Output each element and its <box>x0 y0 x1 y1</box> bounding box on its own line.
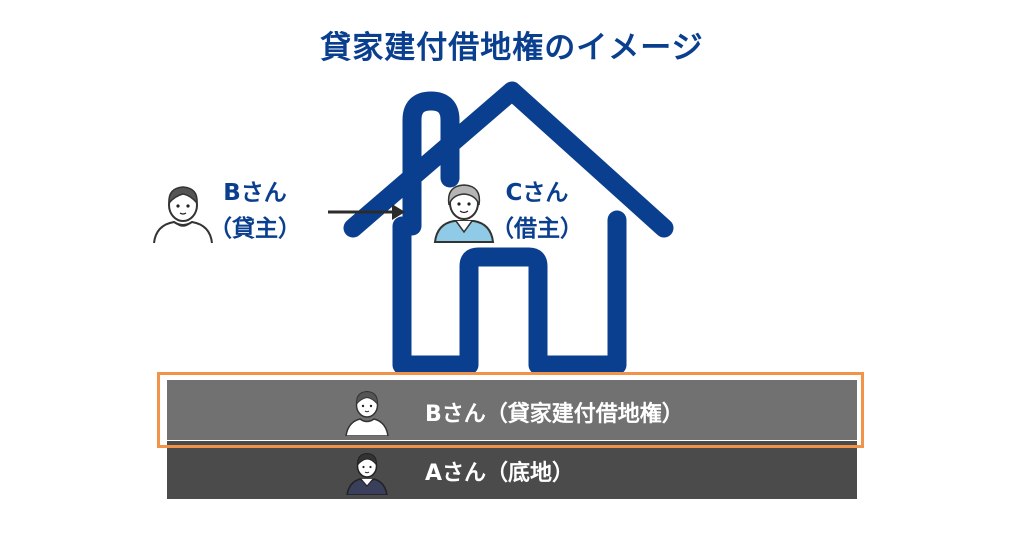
house-walls-and-door <box>392 210 627 375</box>
person-icon <box>346 452 388 495</box>
page-title: 貸家建付借地権のイメージ <box>320 30 704 66</box>
house-roof <box>343 81 674 238</box>
landlord-label: Bさん （貸主） <box>205 175 305 247</box>
land-label: Aさん（底地） <box>425 461 575 486</box>
tenant-role: （借主） <box>491 216 583 242</box>
landlord-name: Bさん <box>223 180 287 206</box>
person-icon <box>153 186 213 244</box>
leasehold-layer: Bさん（貸家建付借地権） <box>167 380 857 440</box>
leasehold-label: Bさん（貸家建付借地権） <box>425 402 684 427</box>
land-layer: Aさん（底地） <box>167 441 857 499</box>
tenant-name: Cさん <box>505 180 569 206</box>
elderly-person-icon <box>433 184 495 243</box>
tenant-label: Cさん （借主） <box>487 175 587 247</box>
leasehold-highlight-frame <box>157 372 864 448</box>
person-icon <box>345 390 389 436</box>
house-chimney <box>402 91 460 236</box>
landlord-role: （貸主） <box>209 216 301 242</box>
arrow-right-icon <box>328 204 405 220</box>
